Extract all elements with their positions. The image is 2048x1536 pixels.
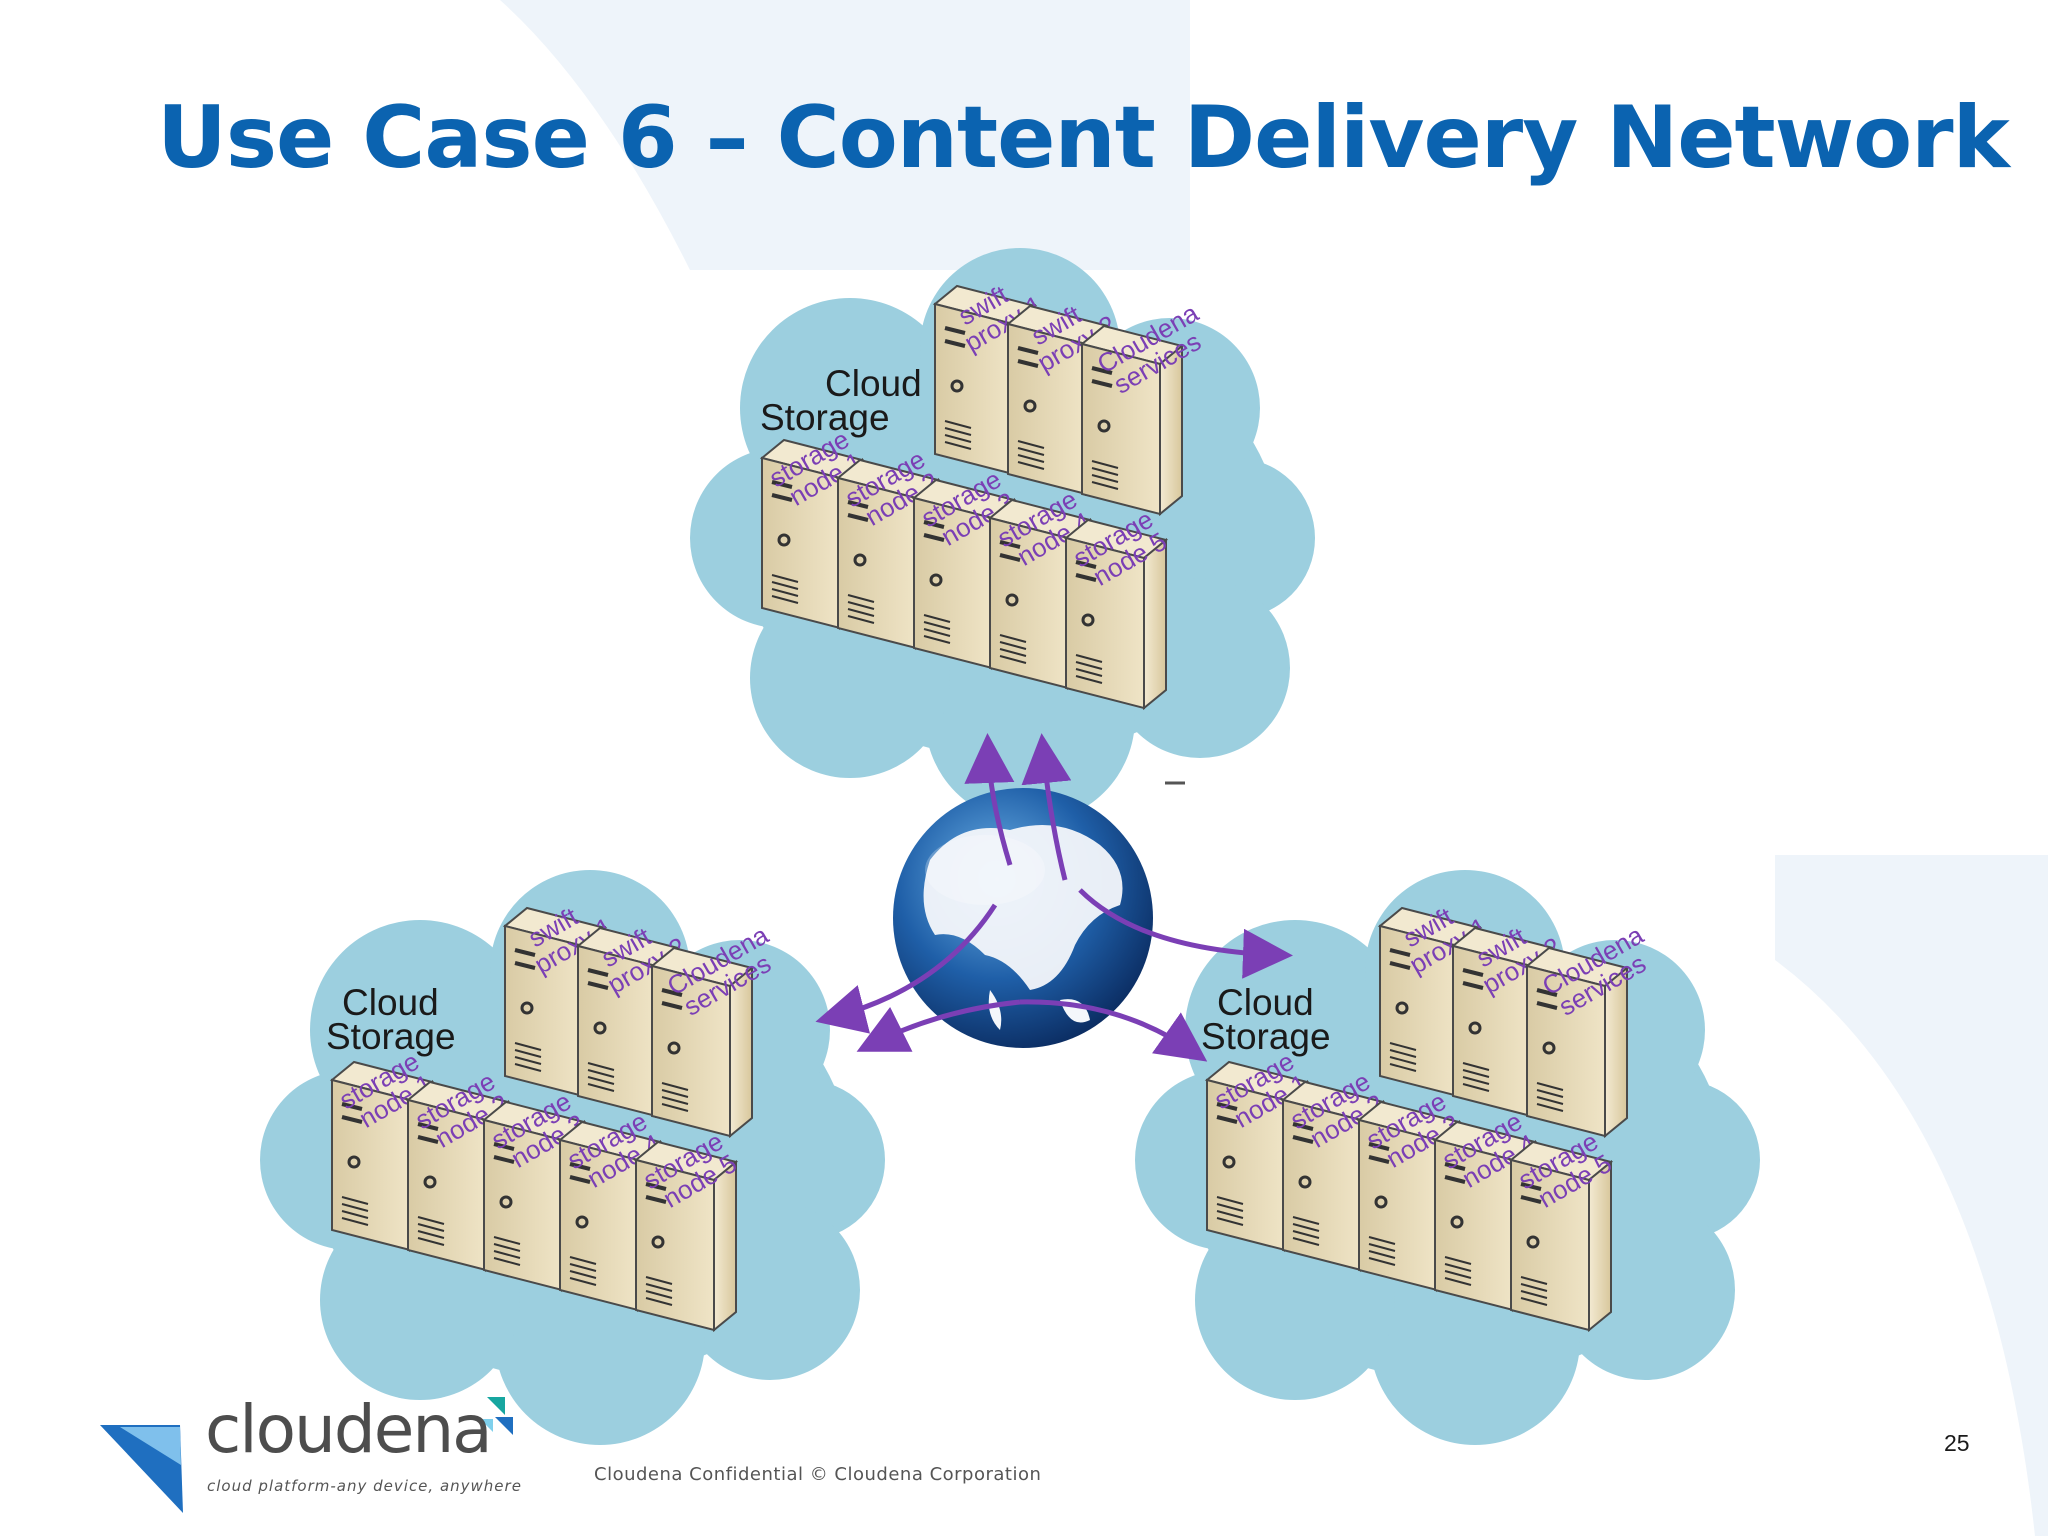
arrow-bottom-right-link: [1019, 999, 1208, 1062]
cloud-cluster-bottom-left: Cloud Storage swiftproxy 1 swiftproxy 2 …: [260, 870, 885, 1445]
cloud-label-line1: Cloud: [1217, 982, 1314, 1023]
arrow-to-top-cluster-1: [964, 733, 1015, 866]
logo-wordmark: cloudena: [205, 1391, 493, 1468]
cloud-label-line1: Cloud: [342, 982, 439, 1023]
page-number: 25: [1944, 1430, 1970, 1456]
cloudena-logo-mark-icon: [100, 1425, 183, 1513]
cloudena-logo-accent-icon: [480, 1397, 513, 1435]
cloudena-logo: cloudena cloud platform-any device, anyw…: [95, 1391, 555, 1525]
cloud-label-line2: Storage: [760, 397, 890, 438]
arrow-to-bottom-right-cluster: [1078, 888, 1293, 979]
footer-confidential-text: Cloudena Confidential © Cloudena Corpora…: [594, 1464, 1042, 1485]
cloud-cluster-bottom-right: Cloud Storage swiftproxy 1 swiftproxy 2 …: [1135, 870, 1760, 1445]
proxy-server-1: swiftproxy 1: [933, 279, 1048, 476]
slide-title: Use Case 6 – Content Delivery Network: [157, 88, 2010, 188]
globe-icon: [893, 788, 1153, 1048]
svg-text:storagenode 5: storagenode 5: [638, 1125, 742, 1217]
logo-tagline: cloud platform-any device, anywhere: [207, 1477, 522, 1495]
arrow-bottom-left-link: [856, 999, 1021, 1052]
cloud-label-line2: Storage: [326, 1016, 456, 1057]
cloud-label-line2: Storage: [1201, 1016, 1331, 1057]
arrow-to-top-cluster-2: [1021, 733, 1072, 881]
storage-node-5: storagenode 5: [1509, 1126, 1617, 1332]
cloud-cluster-top: Cloud Storage swiftproxy 1 swiftproxy 2 …: [690, 248, 1315, 823]
background-swoosh-right: [1775, 855, 2048, 1536]
connection-arrows: [815, 733, 1293, 1062]
background-swoosh-top: [500, 0, 1190, 270]
storage-node-5: storagenode 5: [634, 1125, 742, 1332]
cloud-label-line1: Cloud: [825, 363, 922, 404]
storage-node-5: storagenode 5: [1064, 504, 1172, 710]
arrow-to-bottom-left-cluster: [815, 903, 998, 1034]
